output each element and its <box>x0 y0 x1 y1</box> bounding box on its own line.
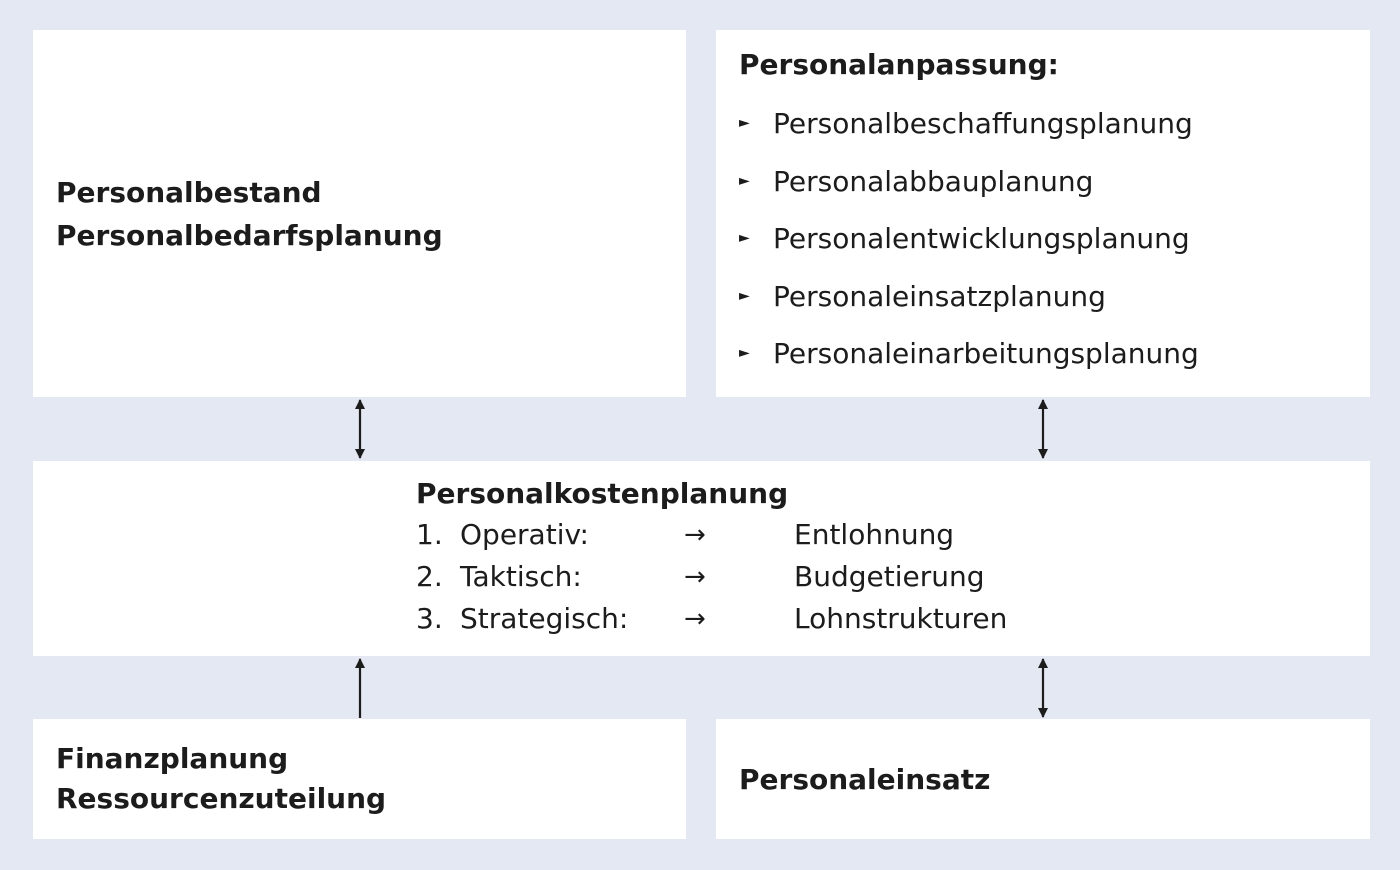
list-item-label: Personaleinsatzplanung <box>773 279 1106 313</box>
list-item-label: Personalabbauplanung <box>773 164 1094 198</box>
kosten-row-label: Operativ: <box>460 518 589 551</box>
list-item: ► Personaleinarbeitungsplanung <box>739 332 1199 390</box>
list-item-label: Personalbeschaffungsplanung <box>773 107 1193 140</box>
box-finanzplanung: Finanzplanung Ressourcenzuteilung <box>33 719 686 839</box>
kosten-row-label: Strategisch: <box>460 602 629 635</box>
box-personalkostenplanung: Personalkostenplanung 1. Operativ: → Ent… <box>33 461 1370 656</box>
list-item-label: Personalentwicklungsplanung <box>773 222 1190 255</box>
bestand-text: Personalbestand Personalbedarfsplanung <box>56 171 443 257</box>
finanz-line-2: Ressourcenzuteilung <box>56 782 387 815</box>
triangle-right-icon: ► <box>739 115 750 131</box>
einsatz-title: Personaleinsatz <box>739 763 991 796</box>
triangle-right-icon: ► <box>739 345 750 361</box>
bestand-line-2: Personalbedarfsplanung <box>56 219 443 252</box>
kosten-row-result: Budgetierung <box>794 560 985 593</box>
kosten-title: Personalkostenplanung <box>416 477 789 510</box>
triangle-right-icon: ► <box>739 287 750 304</box>
box-personaleinsatz: Personaleinsatz <box>716 719 1370 839</box>
kosten-row-number: 2. <box>416 560 443 593</box>
list-item: ► Personaleinsatzplanung <box>739 275 1199 333</box>
kosten-row-number: 3. <box>416 602 443 635</box>
box-personalbestand: Personalbestand Personalbedarfsplanung <box>33 30 686 397</box>
finanz-line-1: Finanzplanung <box>56 742 289 775</box>
arrow-right-icon: → <box>684 520 706 550</box>
finanz-text: Finanzplanung Ressourcenzuteilung <box>56 739 386 819</box>
kosten-row-label: Taktisch: <box>460 560 582 593</box>
list-item: ► Personalentwicklungsplanung <box>739 217 1199 275</box>
bestand-line-1: Personalbestand <box>56 176 322 209</box>
anpassung-list: ► Personalbeschaffungsplanung ► Personalab… <box>739 102 1199 390</box>
anpassung-title: Personalanpassung: <box>739 48 1059 81</box>
kosten-row-result: Entlohnung <box>794 518 955 551</box>
list-item: ► Personalbeschaffungsplanung <box>739 102 1199 160</box>
kosten-row-number: 1. <box>416 518 443 551</box>
list-item-label: Personaleinarbeitungsplanung <box>773 337 1199 370</box>
triangle-right-icon: ► <box>739 172 750 189</box>
arrow-right-icon: → <box>684 604 706 634</box>
list-item: ► Personalabbauplanung <box>739 160 1199 218</box>
box-personalanpassung: Personalanpassung: ► Personalbeschaffungs… <box>716 30 1370 397</box>
arrow-right-icon: → <box>684 562 706 592</box>
kosten-row-result: Lohnstrukturen <box>794 602 1008 635</box>
triangle-right-icon: ► <box>739 230 750 246</box>
